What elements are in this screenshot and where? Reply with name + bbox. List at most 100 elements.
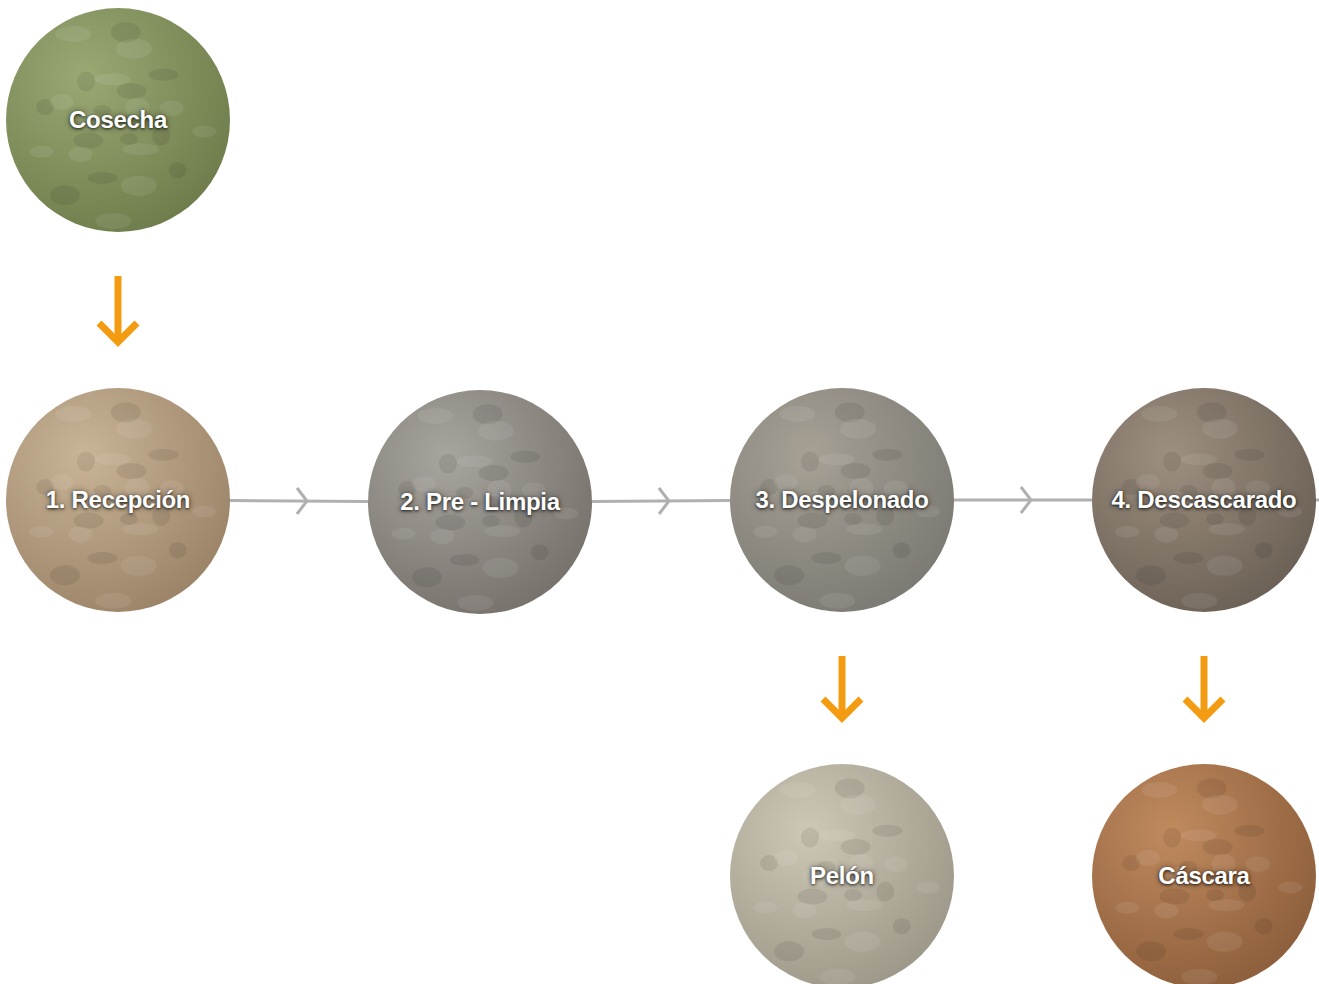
texture-spot (893, 918, 911, 934)
texture-spot (1115, 526, 1139, 538)
texture-spot (192, 126, 216, 138)
texture-spot (1181, 969, 1217, 984)
photo-disc (6, 388, 230, 612)
texture-spot (117, 83, 147, 99)
arrow-chevron (1021, 487, 1031, 513)
texture-spot (148, 69, 178, 81)
flow-arrow (823, 656, 861, 718)
texture-spot (1202, 419, 1238, 439)
texture-spot (792, 902, 816, 918)
texture-spot (1159, 889, 1189, 905)
texture-spot (847, 899, 883, 911)
photo-disc (6, 8, 230, 232)
photo-disc (1092, 764, 1316, 984)
texture-spot (95, 213, 131, 229)
texture-spot (77, 452, 95, 472)
texture-spot (457, 595, 493, 611)
texture-spot (1207, 556, 1243, 576)
texture-spot (1207, 932, 1243, 952)
texture-spot (884, 856, 908, 872)
texture-spot (29, 526, 53, 538)
arrow-head (99, 323, 137, 342)
photo-circle: 1. Recepción (6, 388, 230, 612)
texture-spot (1154, 902, 1178, 918)
texture-spot (845, 556, 881, 576)
texture-spot (29, 146, 53, 158)
arrow-shaft (115, 276, 122, 339)
photo-circle: Pelón (730, 764, 954, 984)
arrow-line (592, 499, 730, 503)
texture-spot (1209, 523, 1245, 535)
texture-spot (117, 463, 147, 479)
texture-spot (510, 451, 540, 463)
texture-spot (1181, 453, 1217, 465)
texture-spot (1163, 452, 1181, 472)
step-label: Cáscara (1158, 862, 1249, 890)
texture-spot (1206, 513, 1224, 525)
texture-spot (779, 782, 815, 798)
texture-spot (797, 889, 827, 905)
flow-arrow (1185, 656, 1223, 718)
texture-spot (87, 172, 117, 184)
texture-spot (485, 525, 521, 537)
texture-spot (123, 523, 159, 535)
texture-spot (847, 523, 883, 535)
texture-spot (478, 421, 514, 441)
flow-arrow (230, 488, 368, 514)
texture-spot (55, 406, 91, 422)
texture-spot (1209, 899, 1245, 911)
photo-circle: 3. Despelonado (730, 388, 954, 612)
photo-circle: 4. Descascarado (1092, 388, 1316, 612)
step-label: 1. Recepción (46, 486, 190, 514)
texture-spot (430, 528, 454, 544)
texture-spot (482, 515, 500, 527)
flow-arrow (954, 487, 1092, 513)
texture-spot (1255, 542, 1273, 558)
step-label: 3. Despelonado (755, 486, 928, 514)
texture-spot (801, 828, 819, 848)
photo-circle: Cosecha (6, 8, 230, 232)
texture-spot (1136, 941, 1166, 961)
texture-spot (121, 556, 157, 576)
texture-spot (774, 941, 804, 961)
texture-spot (844, 889, 862, 901)
texture-spot (774, 565, 804, 585)
texture-spot (73, 513, 103, 529)
texture-spot (819, 593, 855, 609)
photo-disc (730, 388, 954, 612)
texture-spot (95, 593, 131, 609)
texture-spot (50, 185, 80, 205)
texture-spot (435, 515, 465, 531)
arrow-line (230, 499, 368, 503)
texture-spot (417, 408, 453, 424)
texture-spot (1163, 828, 1181, 848)
texture-spot (169, 162, 187, 178)
texture-spot (753, 902, 777, 914)
texture-spot (148, 449, 178, 461)
texture-spot (893, 542, 911, 558)
texture-spot (483, 558, 519, 578)
texture-spot (1115, 902, 1139, 914)
arrow-line (954, 499, 1092, 502)
arrow-shaft (1201, 656, 1208, 715)
texture-spot (811, 928, 841, 940)
arrow-chevron (659, 488, 669, 514)
texture-spot (819, 829, 855, 841)
texture-spot (531, 544, 549, 560)
step-label: Cosecha (69, 106, 167, 134)
texture-spot (123, 143, 159, 155)
texture-spot (844, 513, 862, 525)
texture-spot (457, 455, 493, 467)
texture-spot (479, 465, 509, 481)
arrow-chevron (297, 488, 307, 514)
texture-spot (73, 133, 103, 149)
texture-spot (1141, 782, 1177, 798)
texture-spot (1173, 552, 1203, 564)
texture-spot (801, 452, 819, 472)
texture-spot (1181, 593, 1217, 609)
texture-spot (1234, 449, 1264, 461)
texture-spot (87, 552, 117, 564)
texture-spot (95, 453, 131, 465)
texture-spot (68, 146, 92, 162)
